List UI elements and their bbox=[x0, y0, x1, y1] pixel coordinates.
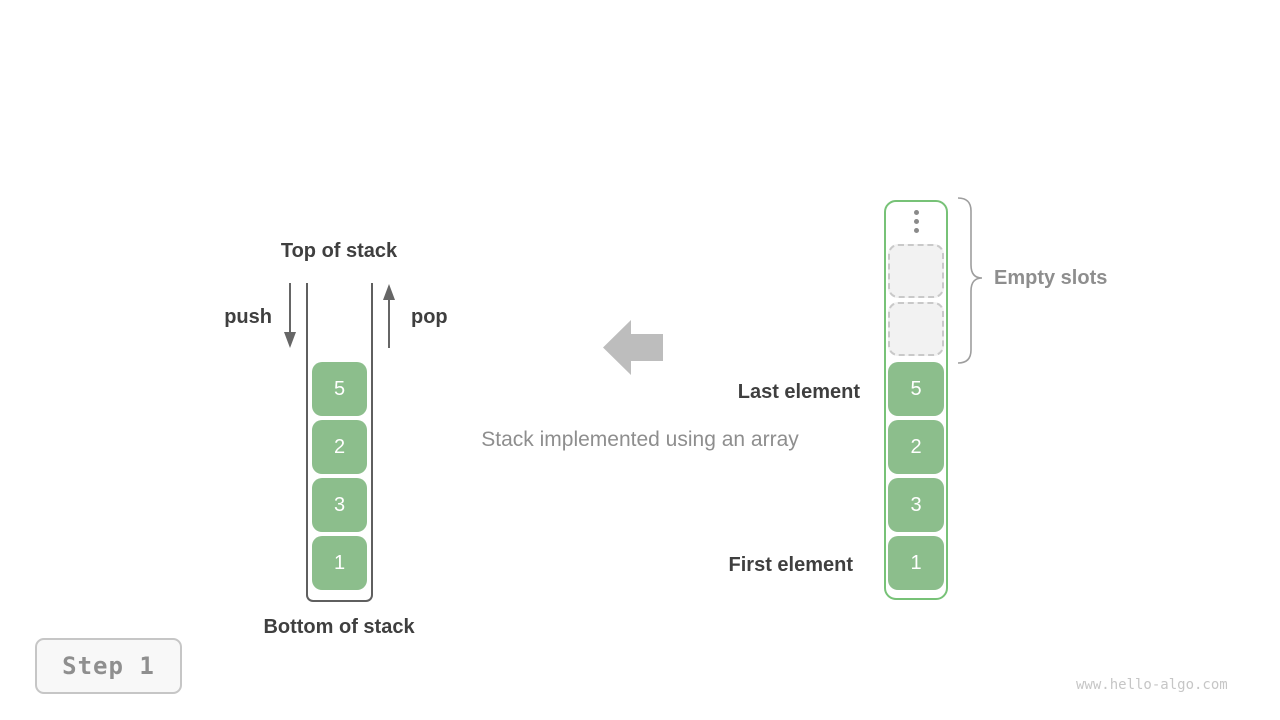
bottom-of-stack-label: Bottom of stack bbox=[263, 616, 415, 638]
vertical-ellipsis-icon bbox=[884, 210, 948, 233]
array-cell: 1 bbox=[888, 536, 944, 590]
step-badge: Step 1 bbox=[35, 638, 182, 694]
empty-slot bbox=[888, 302, 944, 356]
left-block-arrow-icon bbox=[603, 320, 663, 375]
empty-slots-label: Empty slots bbox=[994, 267, 1108, 289]
last-element-label: Last element bbox=[737, 381, 860, 403]
top-of-stack-label: Top of stack bbox=[280, 240, 398, 262]
pop-label: pop bbox=[411, 306, 448, 328]
stack-cell: 3 bbox=[312, 478, 367, 532]
pop-arrow-up-icon bbox=[383, 284, 395, 348]
first-element-label: First element bbox=[728, 554, 853, 576]
array-cell: 5 bbox=[888, 362, 944, 416]
curly-brace-icon bbox=[957, 197, 983, 364]
watermark: www.hello-algo.com bbox=[1076, 677, 1228, 693]
diagram-caption: Stack implemented using an array bbox=[481, 428, 799, 451]
array-cell: 2 bbox=[888, 420, 944, 474]
push-label: push bbox=[224, 306, 272, 328]
stack-cell: 1 bbox=[312, 536, 367, 590]
stack-cell: 5 bbox=[312, 362, 367, 416]
empty-slot bbox=[888, 244, 944, 298]
array-cell: 3 bbox=[888, 478, 944, 532]
push-arrow-down-icon bbox=[284, 283, 296, 348]
stack-cell: 2 bbox=[312, 420, 367, 474]
